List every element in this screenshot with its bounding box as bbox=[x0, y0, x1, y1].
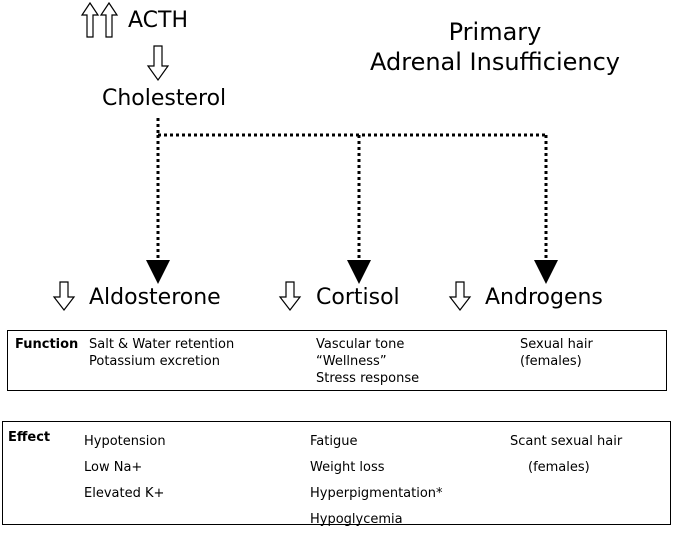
function-label: Function bbox=[15, 337, 79, 352]
function-aldosterone: Salt & Water retention Potassium excreti… bbox=[89, 336, 234, 370]
effect-aldosterone-line: Hypotension bbox=[84, 434, 166, 449]
androgens-down-arrow-icon bbox=[448, 281, 472, 311]
effect-cortisol-line: Hypoglycemia bbox=[310, 512, 403, 527]
effect-table: Effect Hypotension Low Na+ Elevated K+ F… bbox=[2, 421, 671, 527]
function-aldosterone-line: Potassium excretion bbox=[89, 354, 220, 369]
down-arrow-icon bbox=[146, 45, 170, 82]
effect-androgens-line: (females) bbox=[528, 460, 590, 475]
function-androgens-line: Sexual hair bbox=[520, 337, 593, 352]
function-androgens-line: (females) bbox=[520, 354, 582, 369]
effect-label: Effect bbox=[8, 430, 51, 445]
effect-aldosterone-line: Low Na+ bbox=[84, 460, 143, 475]
effect-androgens-line: Scant sexual hair bbox=[510, 434, 623, 449]
effect-cortisol: Fatigue Weight loss Hyperpigmentation* H… bbox=[310, 429, 443, 533]
function-cortisol-line: Stress response bbox=[316, 371, 420, 386]
effect-cortisol-line: Hyperpigmentation* bbox=[310, 486, 443, 501]
cortisol-down-arrow-icon bbox=[278, 281, 302, 311]
function-cortisol-line: Vascular tone bbox=[316, 337, 405, 352]
effect-aldosterone-line: Elevated K+ bbox=[84, 486, 165, 501]
hormone-androgens: Androgens bbox=[485, 285, 603, 310]
cholesterol-label: Cholesterol bbox=[102, 86, 227, 111]
page-title: Primary Adrenal Insufficiency bbox=[350, 18, 640, 76]
function-aldosterone-line: Salt & Water retention bbox=[89, 337, 235, 352]
effect-cortisol-line: Fatigue bbox=[310, 434, 358, 449]
title-line-1: Primary bbox=[448, 18, 542, 46]
title-line-2: Adrenal Insufficiency bbox=[370, 48, 620, 76]
function-cortisol: Vascular tone “Wellness” Stress response bbox=[316, 336, 419, 387]
aldosterone-down-arrow-icon bbox=[52, 281, 76, 311]
hormone-cortisol: Cortisol bbox=[316, 285, 400, 310]
function-table: Function Salt & Water retention Potassiu… bbox=[7, 330, 667, 391]
pathway-connectors bbox=[146, 118, 558, 284]
function-androgens: Sexual hair (females) bbox=[520, 336, 593, 370]
acth-label: ACTH bbox=[128, 8, 189, 33]
effect-androgens: Scant sexual hair (females) bbox=[510, 429, 622, 481]
effect-cortisol-line: Weight loss bbox=[310, 460, 385, 475]
function-cortisol-line: “Wellness” bbox=[316, 354, 387, 369]
hormone-aldosterone: Aldosterone bbox=[89, 285, 221, 310]
double-up-arrow-icon bbox=[80, 1, 119, 38]
effect-aldosterone: Hypotension Low Na+ Elevated K+ bbox=[84, 429, 166, 507]
